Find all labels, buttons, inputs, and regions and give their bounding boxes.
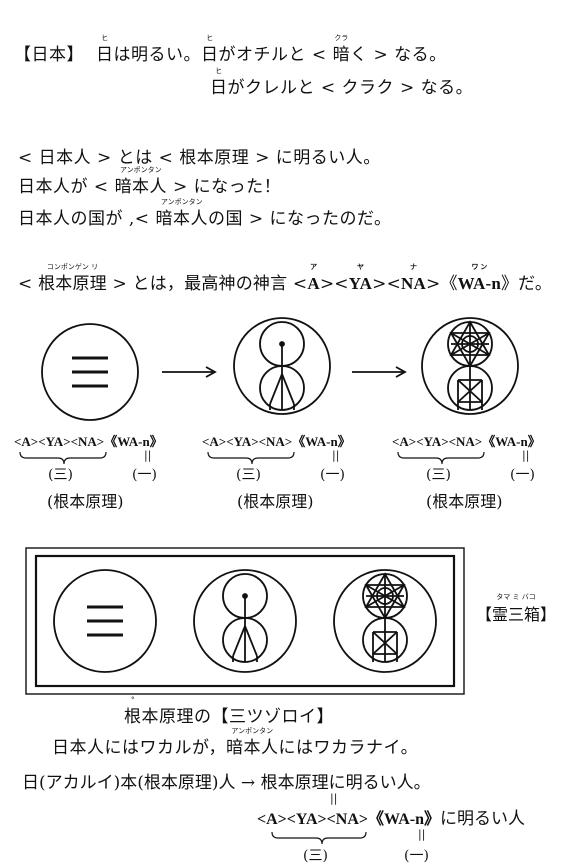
line-nihon-1: 【日本】日ヒは明るい。日ヒがオチルと < 暗クラく > なる。	[14, 34, 447, 65]
anpontan-kanji: 暗本人	[114, 177, 168, 197]
brace-group-2	[207, 451, 295, 465]
group-label-san: (三)	[303, 848, 328, 864]
diagram-label-2: <A><YA><NA>《WA-n》	[202, 434, 351, 449]
equals-mark: ||	[522, 449, 530, 462]
line-ayana-akarui: <A><YA><NA>《WA-n》に明るい人	[257, 809, 525, 830]
text: 日本人の国が ,<	[18, 209, 156, 229]
text: >《	[426, 274, 458, 294]
text: は明るい。	[113, 45, 201, 65]
ruby: コンポンゲン リ	[46, 263, 99, 271]
text: に明るい人	[440, 809, 526, 829]
single-label-ichi: (一)	[510, 467, 535, 483]
group-label-san: (三)	[426, 467, 451, 483]
line-mitsuzoroi: 根 ° 本原理の【三ツゾロイ】	[124, 696, 334, 727]
nihon-bracket-label: 【日本】	[14, 45, 84, 65]
ruby: ヒ	[101, 34, 109, 42]
text: > とは，最高神の神言 <	[106, 274, 308, 294]
arrow-right-icon	[352, 366, 407, 378]
reishobako-frame	[25, 547, 465, 695]
caption-konpon-genri: (根本原理)	[47, 492, 124, 511]
text: <	[18, 274, 39, 294]
single-label-ichi: (一)	[132, 467, 157, 483]
line-akarui: 日(アカルイ)本(根本原理)人 → 根本原理に明るい人。	[22, 773, 431, 793]
kon-kanji: 根	[124, 707, 142, 727]
brace-group-1	[19, 451, 107, 465]
text: にはワカラナイ。	[278, 738, 419, 758]
equals-mark: ||	[330, 792, 338, 805]
hi-kanji: 日	[96, 45, 114, 65]
ruby: ナ	[410, 263, 418, 271]
kura-kanji: 暗	[332, 45, 351, 65]
text: ><	[372, 274, 402, 294]
hi-kanji: 日	[201, 45, 219, 65]
hi-kanji: 日	[210, 78, 228, 98]
ruby: アンポンタン	[160, 198, 203, 206]
group-label-san: (三)	[236, 467, 261, 483]
ruby: ヤ	[356, 263, 364, 271]
ruby: アンポンタン	[231, 727, 274, 735]
reishobako-label: 【霊三箱】 タマ ミ バコ	[476, 593, 557, 625]
text: 日本人が <	[18, 177, 115, 197]
anpontan-kanji: 暗本人	[225, 738, 279, 758]
box-circle-lines	[53, 569, 157, 673]
text: 本原理の【三ツゾロイ】	[141, 707, 334, 727]
equals-mark: ||	[332, 449, 340, 462]
ruby: ア	[310, 263, 318, 271]
caption-konpon-genri: (根本原理)	[237, 492, 314, 511]
reishobako-text: 【霊三箱】	[476, 605, 557, 624]
line-wakaru: 日本人にはワカルが，暗本人 アンポンタンにはワカラナイ。	[52, 727, 419, 758]
konpon-genri-kanji: 根本原理	[38, 274, 107, 294]
ruby: アンポンタン	[119, 166, 162, 174]
circle-lines-diagram	[41, 323, 139, 421]
arrow-right-icon	[162, 366, 217, 378]
text: く > なる。	[350, 45, 447, 65]
circle-hexagram-diagram	[421, 317, 519, 415]
brace-group-3	[397, 451, 485, 465]
brace-bottom	[271, 831, 367, 845]
group-label-san: (三)	[48, 467, 73, 483]
box-circle-figure	[193, 569, 297, 673]
line-nihonjin-def: < 日本人 > とは < 根本原理 > に明るい人。	[18, 148, 381, 168]
ruby: ヒ	[206, 34, 214, 42]
caption-konpon-genri: (根本原理)	[426, 492, 503, 511]
ruby: タマ ミ バコ	[496, 593, 536, 601]
equals-mark: ||	[144, 449, 152, 462]
text: がオチルと <	[218, 45, 333, 65]
text: ><	[319, 274, 349, 294]
ruby: クラ	[334, 34, 349, 42]
latin-ayana: <A><YA><NA>《WA-n》	[257, 811, 441, 828]
diagram-label-1: <A><YA><NA>《WA-n》	[14, 434, 163, 449]
ruby: ヒ	[215, 67, 223, 75]
text: 日本人にはワカルが，	[52, 738, 226, 758]
single-label-ichi: (一)	[404, 848, 429, 864]
latin-a: A	[307, 274, 320, 293]
text: > になった！	[167, 177, 282, 197]
line-nihonjin-anpontan: 日本人が < 暗本人 アンポンタン > になった！	[18, 166, 282, 197]
line-nihonjin-kuni: 日本人の国が ,< 暗本人 アンポンタンの国 > になったのだ。	[18, 198, 392, 229]
single-label-ichi: (一)	[320, 467, 345, 483]
text: 》だ。	[500, 274, 553, 294]
equals-mark: ||	[418, 828, 426, 841]
circle-figure-diagram	[233, 317, 331, 415]
latin-ya: YA	[348, 274, 373, 293]
ruby: ワ ン	[471, 263, 488, 271]
latin-wa-n: WA-n	[457, 274, 501, 293]
diagram-label-3: <A><YA><NA>《WA-n》	[392, 434, 541, 449]
latin-na: NA	[401, 274, 427, 293]
anpontan-kanji: 暗本人	[155, 209, 208, 229]
box-circle-hexagram	[333, 569, 437, 673]
ruby: °	[131, 696, 135, 704]
text: がクレルと < クラク > なる。	[227, 78, 474, 98]
line-nihon-2: 日ヒがクレルと < クラク > なる。	[210, 67, 474, 98]
text: の国 > になったのだ。	[207, 209, 392, 229]
